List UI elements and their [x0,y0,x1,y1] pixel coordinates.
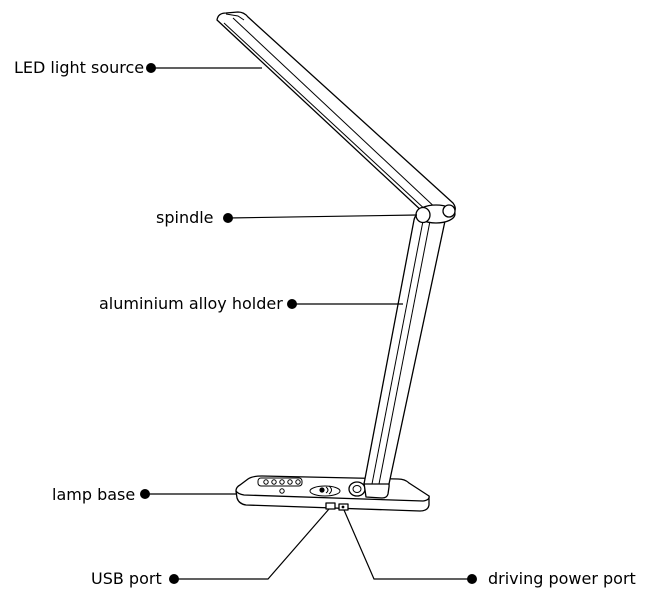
callout-lamp-base: lamp base [52,485,236,504]
led-head-shape [216,11,456,215]
callout-usb-port: USB port [91,508,330,588]
label-lamp-base: lamp base [52,485,135,504]
wireless-charging-icon [309,485,341,497]
label-usb-port: USB port [91,569,162,588]
callout-led-light-source: LED light source [14,58,262,77]
usb-port-shape [325,502,336,510]
label-driving-power-port: driving power port [488,569,636,588]
label-aluminium-alloy-holder: aluminium alloy holder [99,294,283,313]
callout-driving-power-port: driving power port [343,509,636,588]
callout-spindle: spindle [156,208,418,227]
callout-holder: aluminium alloy holder [99,294,403,313]
spindle-joint-shape [415,204,456,224]
lamp-illustration [216,11,456,512]
lamp-base-shape [235,475,430,512]
label-spindle: spindle [156,208,214,227]
label-led-light-source: LED light source [14,58,144,77]
holder-arm-shape [363,213,446,485]
touch-buttons [257,477,303,494]
